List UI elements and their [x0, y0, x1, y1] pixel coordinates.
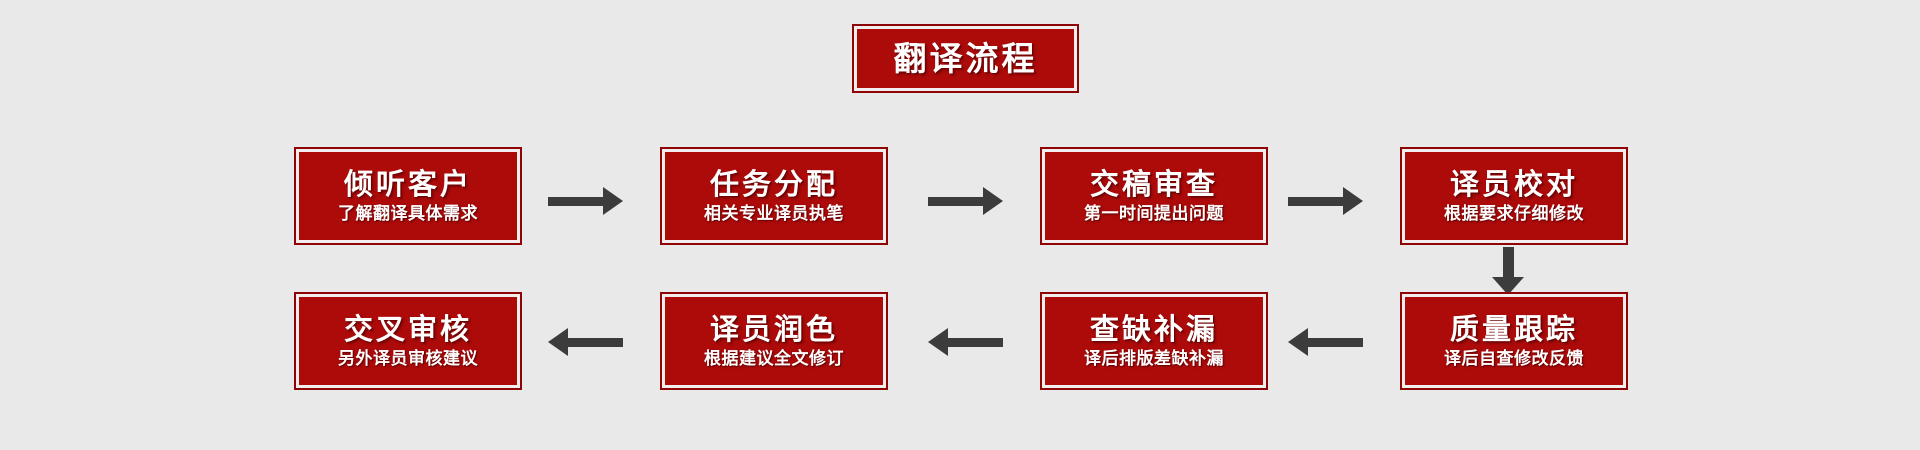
arrow-head	[1492, 277, 1524, 295]
arrow-head	[1343, 187, 1363, 215]
arrow-shaft	[928, 196, 983, 206]
step-7-heading: 译员润色	[709, 311, 838, 346]
step-4-heading: 译员校对	[1449, 166, 1578, 201]
step-5-subtitle: 译后自查修改反馈	[1444, 348, 1584, 369]
arrow-step4-to-step5-icon	[1491, 247, 1525, 295]
arrow-head	[928, 328, 948, 356]
step-box-1-listen-to-client[interactable]: 倾听客户 了解翻译具体需求	[294, 147, 522, 245]
step-8-heading: 交叉审核	[343, 311, 472, 346]
step-box-5-quality-tracking[interactable]: 质量跟踪 译后自查修改反馈	[1400, 292, 1628, 390]
flowchart-title-text: 翻译流程	[893, 39, 1038, 78]
arrow-step6-to-step7-icon	[928, 327, 1003, 357]
arrow-step3-to-step4-icon	[1288, 186, 1363, 216]
step-2-heading: 任务分配	[709, 166, 838, 201]
step-2-subtitle: 相关专业译员执笔	[704, 203, 844, 224]
arrow-head	[983, 187, 1003, 215]
arrow-head	[1288, 328, 1308, 356]
step-7-subtitle: 根据建议全文修订	[704, 348, 844, 369]
arrow-shaft	[1288, 196, 1343, 206]
step-box-6-gap-filling[interactable]: 查缺补漏 译后排版差缺补漏	[1040, 292, 1268, 390]
step-3-subtitle: 第一时间提出问题	[1084, 203, 1224, 224]
step-box-3-draft-review[interactable]: 交稿审查 第一时间提出问题	[1040, 147, 1268, 245]
flowchart-title-box: 翻译流程	[852, 24, 1079, 93]
step-box-2-task-assignment[interactable]: 任务分配 相关专业译员执笔	[660, 147, 888, 245]
arrow-step7-to-step8-icon	[548, 327, 623, 357]
arrow-shaft	[548, 196, 603, 206]
arrow-shaft	[1502, 247, 1514, 277]
arrow-step2-to-step3-icon	[928, 186, 1003, 216]
step-6-heading: 查缺补漏	[1089, 311, 1218, 346]
arrow-shaft	[1308, 337, 1363, 347]
arrow-step5-to-step6-icon	[1288, 327, 1363, 357]
arrow-shaft	[948, 337, 1003, 347]
step-box-4-translator-proofreading[interactable]: 译员校对 根据要求仔细修改	[1400, 147, 1628, 245]
step-box-7-translator-polishing[interactable]: 译员润色 根据建议全文修订	[660, 292, 888, 390]
step-3-heading: 交稿审查	[1089, 166, 1218, 201]
step-5-heading: 质量跟踪	[1449, 311, 1578, 346]
step-8-subtitle: 另外译员审核建议	[338, 348, 478, 369]
step-6-subtitle: 译后排版差缺补漏	[1084, 348, 1224, 369]
arrow-step1-to-step2-icon	[548, 186, 623, 216]
step-1-heading: 倾听客户	[343, 166, 472, 201]
arrow-head	[603, 187, 623, 215]
step-1-subtitle: 了解翻译具体需求	[338, 203, 478, 224]
step-box-8-cross-review[interactable]: 交叉审核 另外译员审核建议	[294, 292, 522, 390]
step-4-subtitle: 根据要求仔细修改	[1444, 203, 1584, 224]
arrow-head	[548, 328, 568, 356]
arrow-shaft	[568, 337, 623, 347]
